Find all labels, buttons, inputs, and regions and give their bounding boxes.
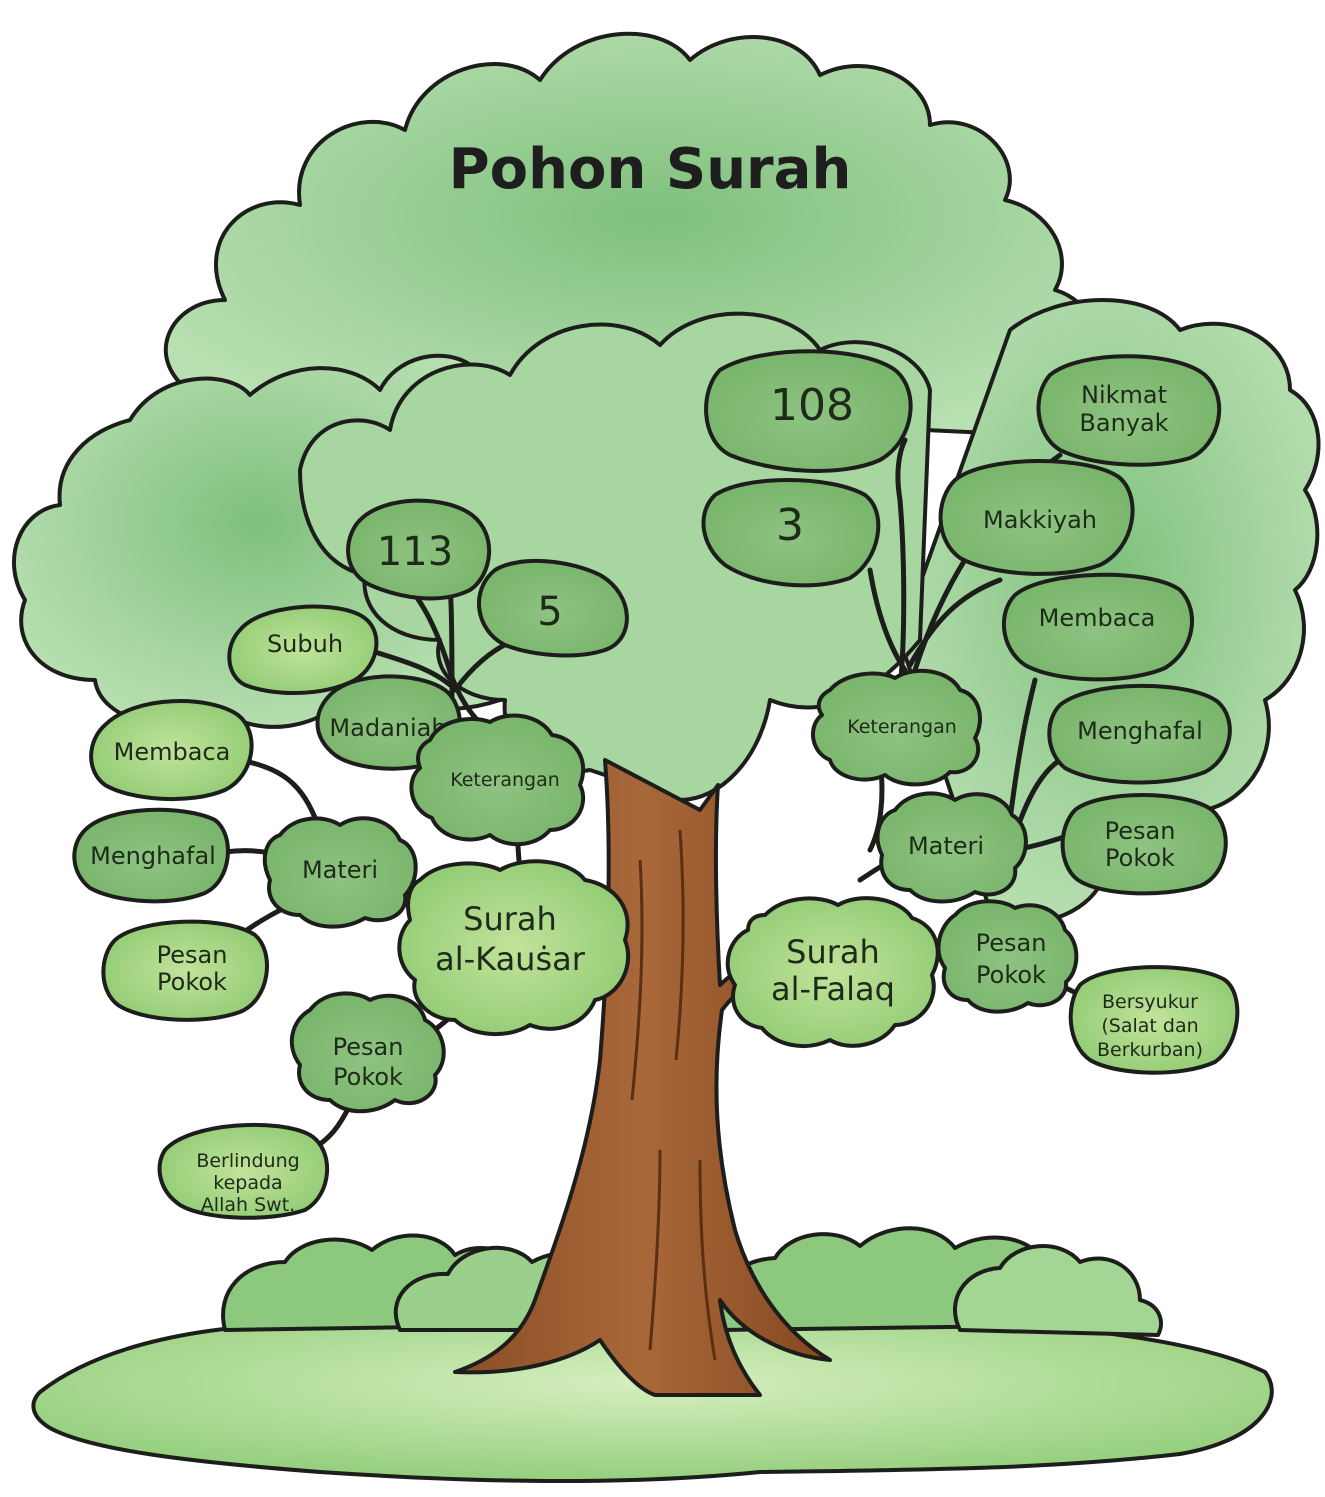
leaf-label: Berlindung: [196, 1150, 299, 1172]
leaf-label: Membaca: [1039, 604, 1156, 632]
left-surah-root: Surah al-Kauṡar: [397, 859, 631, 1037]
left-materi-node: Materi: [262, 816, 418, 929]
leaf-label: Bersyukur: [1102, 991, 1198, 1013]
leaf-label: Menghafal: [1077, 717, 1203, 745]
node-label: Keterangan: [450, 769, 560, 791]
leaf-label: kepada: [213, 1172, 282, 1194]
right-leaf-pesan-pokok: Pesan Pokok: [1060, 793, 1228, 896]
right-surah-root: Surah al-Falaq: [725, 896, 940, 1048]
right-leaf-3: 3: [701, 478, 881, 588]
leaf-label: Pokok: [1105, 844, 1175, 872]
left-leaf-pesan-pokok: Pesan Pokok: [101, 919, 269, 1022]
left-leaf-113: 113: [346, 498, 491, 601]
leaf-label: Banyak: [1079, 409, 1168, 437]
left-pesan-node: Pesan Pokok: [289, 991, 446, 1114]
node-label: Keterangan: [847, 716, 957, 738]
leaf-label: Berkurban): [1097, 1039, 1203, 1061]
leaf-label: Allah Swt.: [201, 1194, 295, 1216]
leaf-label: (Salat dan: [1101, 1015, 1198, 1037]
right-leaf-nikmat-banyak: Nikmat Banyak: [1036, 354, 1222, 467]
left-leaf-berlindung: Berlindung kepada Allah Swt.: [157, 1122, 330, 1220]
bushes: [221, 1226, 1163, 1337]
leaf-label: 3: [776, 500, 804, 551]
page-title: Pohon Surah: [449, 137, 852, 202]
right-materi-node: Materi: [875, 791, 1028, 904]
right-leaf-membaca: Membaca: [1001, 572, 1194, 682]
leaf-label: Membaca: [114, 738, 231, 766]
right-pesan-node: Pesan Pokok: [936, 899, 1079, 1014]
right-leaf-108: 108: [704, 349, 913, 473]
leaf-label: Pesan: [1105, 817, 1176, 845]
left-leaf-membaca: Membaca: [89, 699, 254, 802]
left-leaf-5: 5: [477, 559, 629, 658]
node-label: Pesan: [976, 929, 1047, 957]
node-label: Materi: [302, 856, 378, 884]
node-label: Pokok: [976, 961, 1046, 989]
leaf-label: Madaniah: [329, 714, 446, 742]
right-keterangan-node: Keterangan: [810, 668, 982, 787]
right-leaf-menghafal: Menghafal: [1047, 683, 1232, 785]
leaf-label: Pesan: [157, 941, 228, 969]
node-label: Pesan: [333, 1033, 404, 1061]
leaf-label: Nikmat: [1081, 381, 1167, 409]
right-leaf-bersyukur: Bersyukur (Salat dan Berkurban): [1068, 965, 1240, 1075]
node-label: Materi: [908, 832, 984, 860]
leaf-label: Menghafal: [90, 842, 216, 870]
leaf-label: Makkiyah: [983, 506, 1097, 534]
root-label: Surah: [786, 933, 880, 971]
right-leaf-makkiyah: Makkiyah: [938, 459, 1135, 576]
left-keterangan-node: Keterangan: [409, 713, 586, 847]
leaf-label: Pokok: [157, 968, 227, 996]
root-label: Surah: [463, 900, 557, 938]
root-label: al-Falaq: [771, 970, 895, 1008]
node-label: Pokok: [333, 1063, 403, 1091]
leaf-label: 113: [377, 529, 453, 575]
leaf-label: 5: [537, 589, 562, 635]
leaf-label: Subuh: [267, 630, 343, 658]
root-label: al-Kauṡar: [435, 940, 586, 978]
left-leaf-menghafal: Menghafal: [72, 807, 230, 904]
leaf-label: 108: [770, 380, 854, 431]
